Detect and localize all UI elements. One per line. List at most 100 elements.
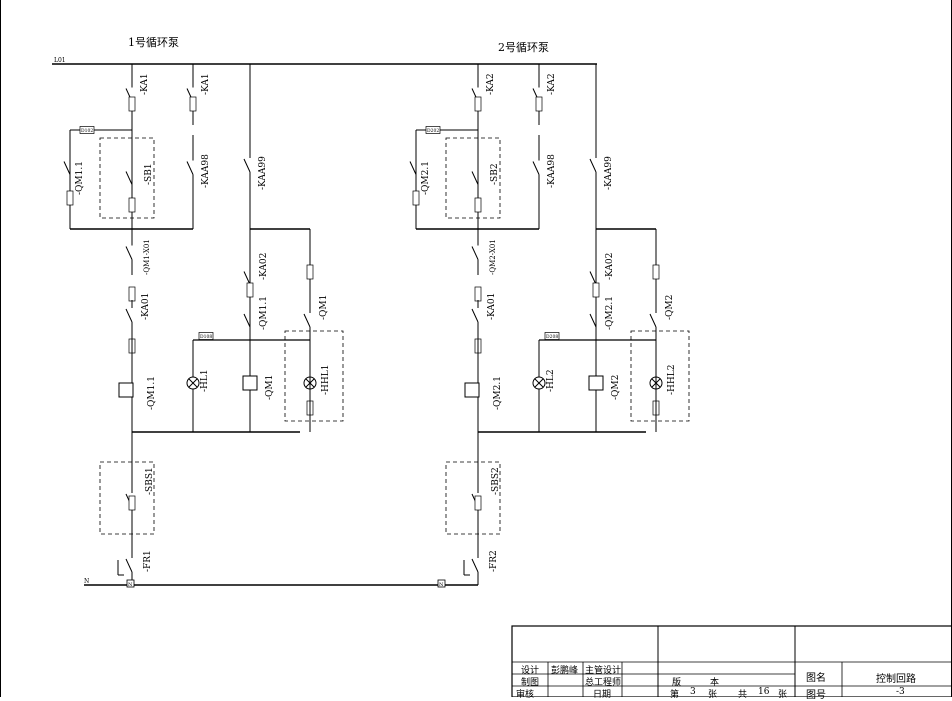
qm-coil <box>118 382 134 398</box>
tb-drawing-name: 控制回路 <box>876 674 916 685</box>
row340-wire-tag-label: D108 <box>200 334 212 340</box>
row340-wire-tag-label: D208 <box>546 334 558 340</box>
tb-drawing-no-label: 图号 <box>806 690 826 701</box>
kaa98-label: -KAA98 <box>201 154 211 188</box>
sb-contact-blade <box>471 171 479 185</box>
tb-drawing-no: -3 <box>896 687 905 697</box>
coil-qm-main-label: -QM1 <box>265 375 275 400</box>
sbs-label: -SBS2 <box>491 467 501 495</box>
qm-contact-blade <box>303 313 311 328</box>
ka1-right-label: -KA1 <box>201 73 211 95</box>
qm-aux-tag <box>66 190 74 206</box>
qm-contact-label: -QM2 <box>665 295 675 320</box>
qm-nc-contact-blade <box>471 246 479 260</box>
qm-aux-wire-tag <box>79 126 95 134</box>
qm-aux2-contact-blade <box>243 313 251 328</box>
hhl-dashed-box <box>284 330 344 422</box>
qm-aux-label: -QM2.1 <box>421 161 431 195</box>
qm-main-coil <box>242 375 258 391</box>
tb-design-label: 设计 <box>521 666 540 676</box>
coil-qm-label: -QM1.1 <box>147 376 157 410</box>
qm-aux2-label: -QM1.1 <box>259 296 269 330</box>
tb-date-label: 日期 <box>593 690 612 700</box>
qm-nc-contact-blade <box>125 246 133 260</box>
tb-total-unit: 张 <box>778 690 788 700</box>
qm-aux2-label: -QM2.1 <box>605 296 615 330</box>
qm-aux-wire-tag-label: D202 <box>427 128 439 134</box>
ka01-tag <box>474 286 482 302</box>
fr-label: -FR1 <box>143 550 153 572</box>
pump1-title: 1号循环泵 <box>128 36 179 49</box>
terminal-n2-label: N <box>439 582 444 588</box>
pump1-circuit: -KA1-KA1-KAA98-KAA99-SB1D102-QM1.1-QM1-X… <box>63 64 344 585</box>
tb-version-label: 版 <box>672 678 682 688</box>
ka1-right-label: -KA2 <box>547 73 557 95</box>
sb-tag <box>474 197 482 213</box>
col-c-kaa99-contact-blade <box>243 158 251 173</box>
fr-contact-blade <box>125 558 133 573</box>
lamp-hh-label: -HHL1 <box>321 365 331 395</box>
tb-sheet-prefix: 第 <box>670 690 680 700</box>
col-b-kaa98-contact-blade <box>532 161 540 175</box>
terminal-n1 <box>126 579 135 588</box>
pump2-circuit: -KA2-KA2-KAA98-KAA99-SB2D202-QM2.1-QM2-X… <box>409 64 690 585</box>
kaa98-label: -KAA98 <box>547 154 557 188</box>
col-b-tag1 <box>189 96 197 112</box>
tb-chief-engineer-label: 总工程师 <box>585 678 622 688</box>
tb-version-suffix: 本 <box>710 678 720 688</box>
tb-chief-design-label: 主管设计 <box>585 666 622 676</box>
sbs-tag <box>128 495 136 511</box>
kaa99-label: -KAA99 <box>604 156 614 190</box>
bus-n-label: N <box>84 578 89 585</box>
pump2-title: 2号循环泵 <box>498 41 549 54</box>
sb-label: -SB2 <box>490 163 500 185</box>
ka02-contact-blade <box>243 271 251 285</box>
sb-contact-blade <box>125 171 133 185</box>
ka02-label: -KA02 <box>259 253 269 280</box>
row340-wire-tag <box>198 332 214 340</box>
terminal-n1-label: N <box>128 582 133 588</box>
kaa99-label: -KAA99 <box>258 156 268 190</box>
col-b-tag1 <box>535 96 543 112</box>
qm-aux-contact-blade <box>63 161 71 175</box>
col-a-tag1 <box>128 96 136 112</box>
tb-review-label: 审核 <box>516 690 535 700</box>
row340-wire-tag <box>544 332 560 340</box>
lamp-h-label: -HL1 <box>200 369 210 392</box>
qm-contact-tag <box>306 264 314 280</box>
sb-label: -SB1 <box>144 163 154 185</box>
coil-qm-label: -QM2.1 <box>493 376 503 410</box>
tb-draw-label: 制图 <box>521 678 540 688</box>
qm-coil <box>464 382 480 398</box>
sb-dashed-box <box>99 137 155 219</box>
qm-aux-wire-tag-label: D102 <box>81 128 93 134</box>
lamp-h-x2 <box>534 378 544 388</box>
lamp-hh-label: -HHL2 <box>667 365 677 395</box>
lamp-h-label: -HL2 <box>546 369 556 392</box>
ka01-label: -KA01 <box>141 293 151 320</box>
fr-contact-blade <box>471 558 479 573</box>
qm-aux-tag <box>412 190 420 206</box>
ka1-left-label: -KA1 <box>140 73 150 95</box>
tb-sheet-unit: 张 <box>708 690 718 700</box>
col-c-kaa99-contact-blade <box>589 158 597 173</box>
fr-label: -FR2 <box>489 550 499 572</box>
sbs-tag <box>474 495 482 511</box>
lamp-h-x2 <box>188 378 198 388</box>
ka02-contact-blade <box>589 271 597 285</box>
qm-contact-blade <box>649 313 657 328</box>
hhl-dashed-box <box>630 330 690 422</box>
qm-main-coil <box>588 375 604 391</box>
qm-contact-tag <box>652 264 660 280</box>
ka02-label: -KA02 <box>605 253 615 280</box>
ka01-label: -KA01 <box>487 293 497 320</box>
qm-aux-wire-tag <box>425 126 441 134</box>
sbs-label: -SBS1 <box>145 467 155 495</box>
ka01-contact-blade <box>125 308 133 323</box>
qm-contact-label: -QM1 <box>319 295 329 320</box>
col-b-kaa98-contact-blade <box>186 161 194 175</box>
terminal-n2 <box>437 579 446 588</box>
ka02-tag <box>592 282 600 298</box>
ka1-left-label: -KA2 <box>486 73 496 95</box>
